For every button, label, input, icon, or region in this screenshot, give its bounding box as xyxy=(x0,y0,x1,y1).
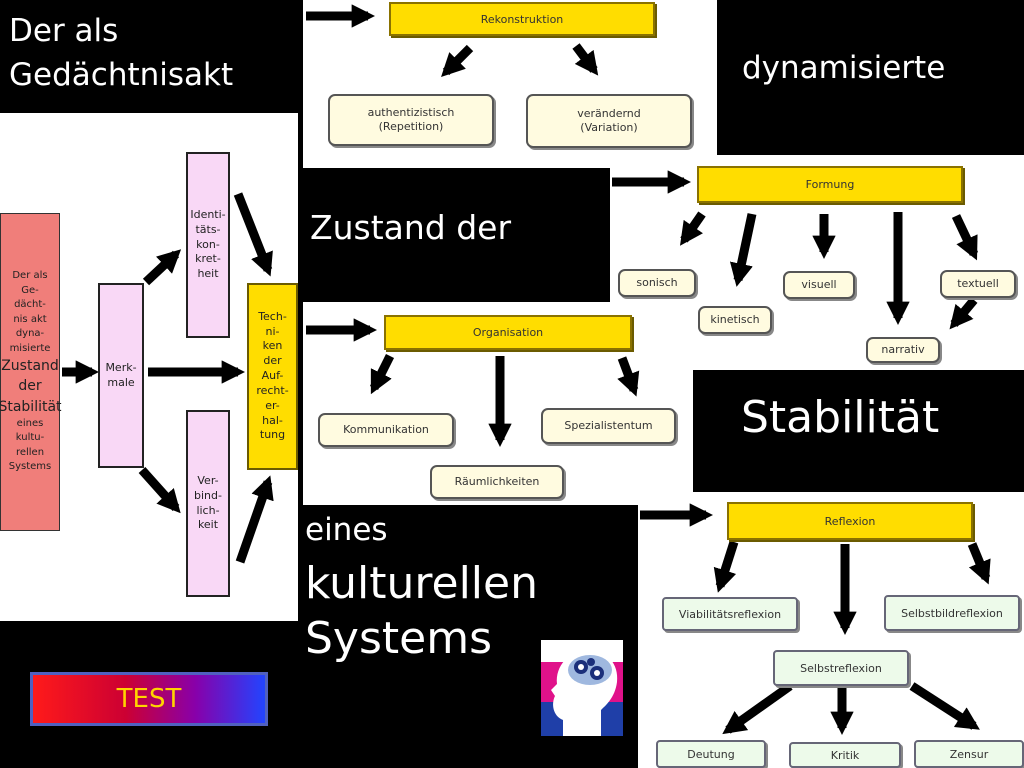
headline-stabilitaet: Stabilität xyxy=(741,392,940,443)
merkmale-line: Merk- xyxy=(105,360,137,374)
source-line: misierte xyxy=(9,342,51,354)
organisation-box: Organisation xyxy=(384,315,632,350)
visuell-box: visuell xyxy=(783,271,855,299)
headline-kulturellen: kulturellen xyxy=(305,558,538,609)
identitaet-line: Identi- xyxy=(190,207,226,221)
identitaet-line: kret- xyxy=(195,252,221,266)
verbindlichkeit-box: Ver- bind- lich- keit xyxy=(186,410,230,597)
verbindlichkeit-line: keit xyxy=(197,518,219,532)
raeumlichkeiten-box: Räumlichkeiten xyxy=(430,465,564,499)
source-line: Stabilität xyxy=(0,398,62,415)
techniken-line: er- xyxy=(265,398,280,412)
verbindlichkeit-line: lich- xyxy=(196,503,220,517)
rekonstruktion-box: Rekonstruktion xyxy=(389,2,655,36)
headline-zustand: Zustand der xyxy=(310,208,512,247)
brain-gears-head-icon xyxy=(541,640,623,736)
repetition-label: (Repetition) xyxy=(378,120,444,133)
headline-eines: eines xyxy=(305,512,388,548)
deutung-box: Deutung xyxy=(656,740,766,768)
source-line: Ge- xyxy=(21,284,39,296)
merkmale-box: Merk- male xyxy=(98,283,144,468)
source-line: der xyxy=(18,378,42,395)
veraendernd-label: verändernd xyxy=(577,106,641,120)
techniken-line: ken xyxy=(262,339,283,353)
textuell-box: textuell xyxy=(940,270,1016,298)
zensur-box: Zensur xyxy=(914,740,1024,768)
techniken-line: recht- xyxy=(256,383,289,397)
formung-box: Formung xyxy=(697,166,963,203)
source-line: Zustand xyxy=(1,358,59,375)
identitaetskonkretheit-box: Identi- täts- kon- kret- heit xyxy=(186,152,230,338)
techniken-line: Tech- xyxy=(258,309,287,323)
source-line: nis akt xyxy=(13,313,47,325)
sonisch-box: sonisch xyxy=(618,269,696,297)
authentizistisch-label: authentizistisch xyxy=(367,105,455,119)
source-line: rellen xyxy=(15,446,45,458)
verbindlichkeit-line: Ver- xyxy=(197,473,219,487)
source-line: Der als xyxy=(12,270,48,282)
merkmale-line: male xyxy=(107,375,135,389)
techniken-line: ni- xyxy=(265,324,280,338)
test-button[interactable]: TEST xyxy=(30,672,268,726)
source-line: dächt- xyxy=(14,299,46,311)
narrativ-box: narrativ xyxy=(866,337,940,363)
techniken-line: hal- xyxy=(262,413,283,427)
techniken-line: Auf- xyxy=(261,369,284,383)
headline-dynamisierte: dynamisierte xyxy=(742,50,946,86)
headline-line1: Der als xyxy=(9,13,119,49)
source-line: dyna- xyxy=(15,328,45,340)
viabilitaetsreflexion-box: Viabilitätsreflexion xyxy=(662,597,798,631)
selbstbildreflexion-box: Selbstbildreflexion xyxy=(884,595,1020,631)
headline-line2: Gedächtnisakt xyxy=(9,57,234,93)
authentizistisch-box: authentizistisch (Repetition) xyxy=(328,94,494,146)
identitaet-line: kon- xyxy=(196,237,220,251)
techniken-line: tung xyxy=(259,428,286,442)
veraendernd-box: verändernd (Variation) xyxy=(526,94,692,148)
source-line: Systems xyxy=(8,461,52,473)
techniken-box: Tech- ni- ken der Auf- recht- er- hal- t… xyxy=(247,283,298,470)
techniken-line: der xyxy=(263,354,282,368)
reflexion-box: Reflexion xyxy=(727,502,973,540)
kinetisch-box: kinetisch xyxy=(698,306,772,334)
kommunikation-box: Kommunikation xyxy=(318,413,454,447)
variation-label: (Variation) xyxy=(580,121,638,134)
headline-systems: Systems xyxy=(305,613,492,664)
spezialistentum-box: Spezialistentum xyxy=(541,408,676,444)
source-box: Der als Ge- dächt- nis akt dyna- misiert… xyxy=(0,213,62,531)
identitaet-line: heit xyxy=(197,267,219,281)
kritik-box: Kritik xyxy=(789,742,901,768)
verbindlichkeit-line: bind- xyxy=(194,488,222,502)
source-line: eines xyxy=(16,417,44,429)
identitaet-line: täts- xyxy=(195,222,221,236)
selbstreflexion-box: Selbstreflexion xyxy=(773,650,909,686)
source-line: kultu- xyxy=(15,432,45,444)
